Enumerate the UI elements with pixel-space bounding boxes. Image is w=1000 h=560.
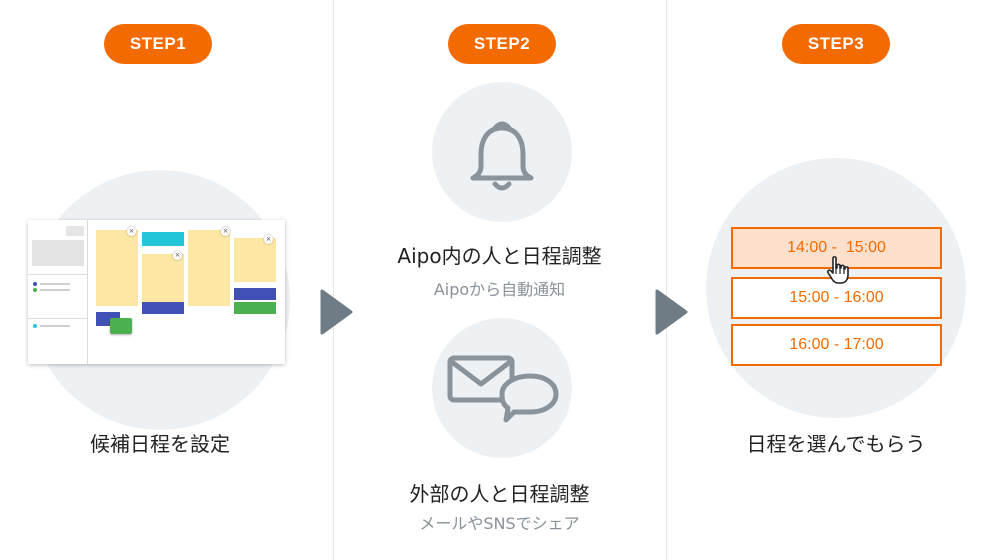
step3-badge: STEP3 xyxy=(782,24,890,64)
event-block xyxy=(142,232,184,246)
time-slot[interactable]: 16:00 - 17:00 xyxy=(731,324,942,366)
time-slot[interactable]: 15:00 - 16:00 xyxy=(731,277,942,319)
sidebar-tab xyxy=(66,226,84,236)
close-icon: × xyxy=(221,227,230,236)
sidebar-line xyxy=(28,274,88,275)
sidebar-dot-green xyxy=(33,288,37,292)
internal-option-subtitle: Aipoから自動通知 xyxy=(433,280,566,299)
next-arrow-icon xyxy=(320,289,353,335)
step3-caption: 日程を選んでもらう xyxy=(746,432,926,456)
event-block xyxy=(142,302,184,314)
event-block xyxy=(142,254,184,302)
event-block xyxy=(234,238,276,282)
close-icon: × xyxy=(264,235,273,244)
dragging-event-green xyxy=(110,318,132,334)
step1-caption: 候補日程を設定 xyxy=(90,432,230,456)
event-block xyxy=(234,302,276,314)
step1-badge: STEP1 xyxy=(104,24,212,64)
bell-icon xyxy=(470,121,534,191)
screen-sidebar xyxy=(28,220,88,364)
sidebar-text xyxy=(40,289,70,291)
sidebar-text xyxy=(40,325,70,327)
close-icon: × xyxy=(127,227,136,236)
external-option-subtitle: メールやSNSでシェア xyxy=(419,514,580,533)
sidebar-line xyxy=(28,318,88,319)
external-option-title: 外部の人と日程調整 xyxy=(409,482,590,506)
close-icon: × xyxy=(173,251,182,260)
sidebar-dot-blue xyxy=(33,282,37,286)
step2-badge: STEP2 xyxy=(448,24,556,64)
calendar-screen-illustration: × × × × xyxy=(28,220,285,364)
mail-chat-icon xyxy=(447,355,559,423)
event-block xyxy=(96,230,138,306)
sidebar-text xyxy=(40,283,70,285)
column-divider-2 xyxy=(666,0,667,560)
event-block xyxy=(188,230,230,306)
next-arrow-icon xyxy=(655,289,688,335)
bell-circle xyxy=(432,82,572,222)
internal-option-title: Aipo内の人と日程調整 xyxy=(397,244,602,268)
event-block xyxy=(234,288,276,300)
pointer-hand-icon xyxy=(827,256,849,284)
column-divider-1 xyxy=(333,0,334,560)
sidebar-box xyxy=(32,240,84,266)
sidebar-dot-cyan xyxy=(33,324,37,328)
